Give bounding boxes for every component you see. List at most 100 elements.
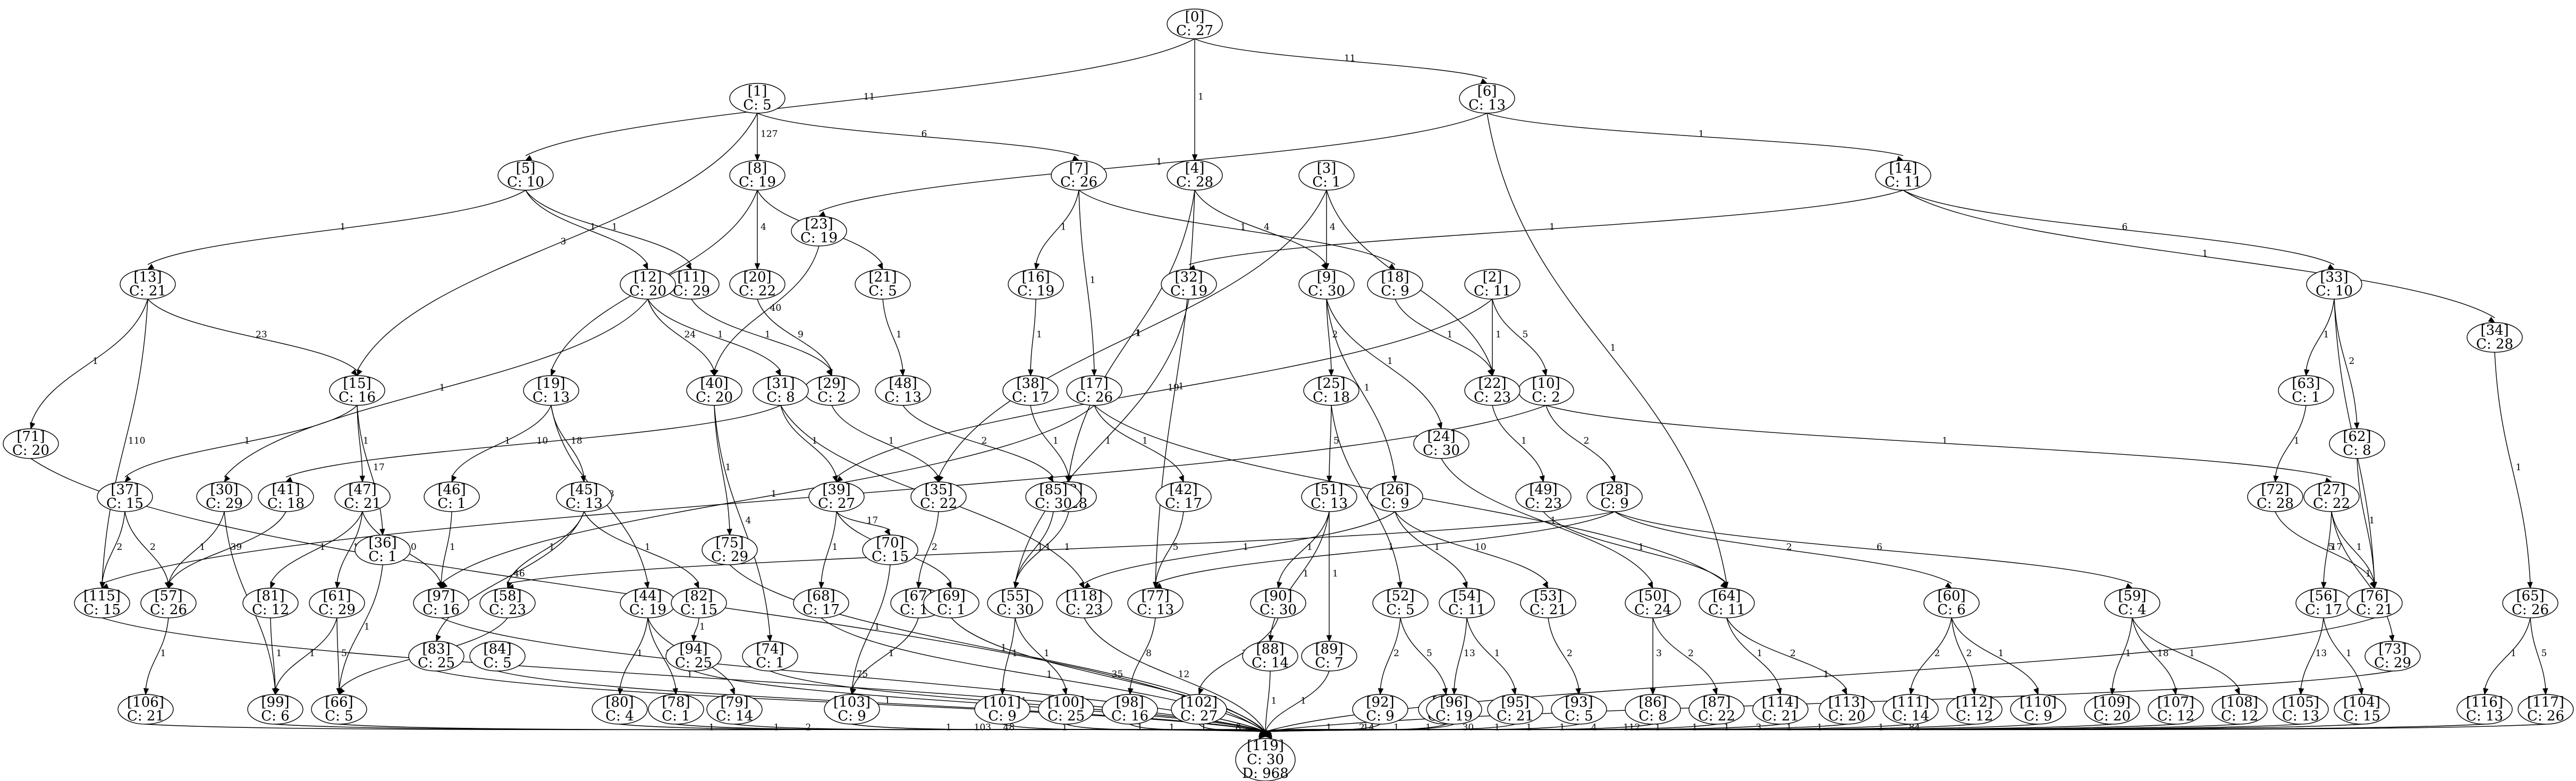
graph-node-6[interactable]: [6]C: 13: [1459, 83, 1515, 114]
graph-node-105[interactable]: [105]C: 13: [2273, 694, 2329, 725]
graph-node-80[interactable]: [80]C: 4: [592, 694, 648, 725]
graph-node-47[interactable]: [47]C: 21: [334, 481, 391, 512]
graph-node-61[interactable]: [61]C: 29: [309, 588, 365, 618]
graph-node-29[interactable]: [29]C: 2: [804, 375, 860, 406]
graph-node-81[interactable]: [81]C: 12: [242, 588, 299, 618]
graph-node-37[interactable]: [37]C: 15: [97, 481, 153, 512]
graph-node-63[interactable]: [63]C: 1: [2278, 375, 2334, 406]
graph-node-64[interactable]: [64]C: 11: [1699, 588, 1755, 618]
graph-node-101[interactable]: [101]C: 9: [974, 694, 1031, 725]
graph-node-28[interactable]: [28]C: 9: [1586, 481, 1643, 512]
graph-node-114[interactable]: [114]C: 21: [1752, 694, 1809, 725]
graph-node-93[interactable]: [93]C: 5: [1551, 694, 1607, 725]
graph-node-24[interactable]: [24]C: 30: [1413, 428, 1469, 459]
graph-node-70[interactable]: [70]C: 15: [862, 534, 918, 565]
graph-node-35[interactable]: [35]C: 22: [910, 481, 967, 512]
graph-node-108[interactable]: [108]C: 12: [2211, 694, 2268, 725]
graph-node-13[interactable]: [13]C: 21: [120, 269, 176, 300]
graph-node-96[interactable]: [96]C: 19: [1426, 694, 1482, 725]
graph-node-42[interactable]: [42]C: 17: [1155, 481, 1212, 512]
graph-node-33[interactable]: [33]C: 10: [2306, 269, 2362, 300]
graph-node-88[interactable]: [88]C: 14: [1242, 641, 1298, 672]
graph-node-78[interactable]: [78]C: 1: [648, 694, 704, 725]
graph-node-46[interactable]: [46]C: 1: [424, 481, 480, 512]
graph-node-65[interactable]: [65]C: 26: [2502, 588, 2558, 618]
graph-node-79[interactable]: [79]C: 14: [706, 694, 763, 725]
graph-node-82[interactable]: [82]C: 15: [671, 588, 727, 618]
graph-node-66[interactable]: [66]C: 5: [311, 694, 367, 725]
graph-node-94[interactable]: [94]C: 25: [665, 641, 722, 672]
graph-node-36[interactable]: [36]C: 1: [354, 534, 411, 565]
graph-node-98[interactable]: [98]C: 16: [1102, 694, 1158, 725]
graph-node-52[interactable]: [52]C: 5: [1372, 588, 1429, 618]
graph-node-16[interactable]: [16]C: 19: [1008, 269, 1064, 300]
graph-node-86[interactable]: [86]C: 8: [1625, 694, 1681, 725]
graph-node-44[interactable]: [44]C: 19: [620, 588, 676, 618]
graph-node-8[interactable]: [8]C: 19: [729, 160, 786, 191]
graph-node-109[interactable]: [109]C: 20: [2084, 694, 2140, 725]
graph-node-0[interactable]: [0]C: 27: [1167, 9, 1223, 39]
graph-node-95[interactable]: [95]C: 21: [1487, 694, 1543, 725]
graph-node-58[interactable]: [58]C: 23: [479, 588, 536, 618]
graph-node-119[interactable]: [119]C: 30D: 968: [1235, 738, 1296, 781]
graph-node-22[interactable]: [22]C: 23: [1464, 375, 1521, 406]
graph-node-112[interactable]: [112]C: 12: [1946, 694, 2003, 725]
graph-node-62[interactable]: [62]C: 8: [2329, 428, 2385, 459]
graph-node-118[interactable]: [118]C: 23: [1056, 588, 1112, 618]
graph-node-100[interactable]: [100]C: 25: [1038, 694, 1094, 725]
graph-node-90[interactable]: [90]C: 30: [1250, 588, 1306, 618]
graph-node-73[interactable]: [73]C: 29: [2364, 641, 2421, 672]
graph-node-60[interactable]: [60]C: 6: [1923, 588, 1980, 618]
graph-node-115[interactable]: [115]C: 15: [74, 588, 130, 618]
graph-node-45[interactable]: [45]C: 13: [556, 481, 612, 512]
graph-node-3[interactable]: [3]C: 1: [1298, 160, 1355, 191]
graph-node-15[interactable]: [15]C: 16: [329, 375, 385, 406]
graph-node-11[interactable]: [11]C: 29: [663, 269, 720, 300]
graph-node-69[interactable]: [69]C: 1: [923, 588, 979, 618]
graph-node-19[interactable]: [19]C: 13: [523, 375, 579, 406]
graph-node-20[interactable]: [20]C: 22: [729, 269, 786, 300]
graph-node-107[interactable]: [107]C: 12: [2148, 694, 2204, 725]
graph-node-38[interactable]: [38]C: 17: [1002, 375, 1059, 406]
graph-node-2[interactable]: [2]C: 11: [1464, 269, 1521, 300]
graph-node-97[interactable]: [97]C: 16: [413, 588, 469, 618]
graph-node-31[interactable]: [31]C: 8: [753, 375, 809, 406]
graph-node-113[interactable]: [113]C: 20: [1819, 694, 1875, 725]
graph-node-48[interactable]: [48]C: 13: [875, 375, 931, 406]
graph-node-32[interactable]: [32]C: 19: [1161, 269, 1217, 300]
graph-node-12[interactable]: [12]C: 20: [620, 269, 676, 300]
graph-node-23[interactable]: [23]C: 19: [791, 216, 847, 247]
graph-node-26[interactable]: [26]C: 9: [1367, 481, 1423, 512]
graph-node-103[interactable]: [103]C: 9: [824, 694, 880, 725]
graph-node-59[interactable]: [59]C: 4: [2104, 588, 2160, 618]
graph-node-87[interactable]: [87]C: 22: [1688, 694, 1745, 725]
graph-node-57[interactable]: [57]C: 26: [140, 588, 197, 618]
graph-node-77[interactable]: [77]C: 13: [1127, 588, 1184, 618]
graph-node-76[interactable]: [76]C: 21: [2346, 588, 2403, 618]
graph-node-68[interactable]: [68]C: 17: [793, 588, 849, 618]
graph-node-116[interactable]: [116]C: 13: [2456, 694, 2513, 725]
graph-node-106[interactable]: [106]C: 21: [117, 694, 174, 725]
graph-node-50[interactable]: [50]C: 24: [1625, 588, 1681, 618]
graph-node-53[interactable]: [53]C: 21: [1520, 588, 1576, 618]
graph-node-14[interactable]: [14]C: 11: [1875, 160, 1931, 191]
graph-node-10[interactable]: [10]C: 2: [1518, 375, 1574, 406]
graph-node-89[interactable]: [89]C: 7: [1301, 641, 1357, 672]
graph-node-25[interactable]: [25]C: 18: [1303, 375, 1359, 406]
graph-node-41[interactable]: [41]C: 18: [258, 481, 314, 512]
graph-node-85[interactable]: [85]C: 30: [1025, 481, 1082, 512]
graph-node-72[interactable]: [72]C: 28: [2247, 481, 2303, 512]
graph-node-1[interactable]: [1]C: 5: [729, 83, 786, 114]
graph-node-56[interactable]: [56]C: 17: [2295, 588, 2352, 618]
graph-node-5[interactable]: [5]C: 10: [497, 160, 554, 191]
graph-node-117[interactable]: [117]C: 26: [2518, 694, 2574, 725]
graph-node-54[interactable]: [54]C: 11: [1439, 588, 1495, 618]
graph-node-55[interactable]: [55]C: 30: [987, 588, 1043, 618]
graph-node-104[interactable]: [104]C: 15: [2334, 694, 2390, 725]
graph-node-71[interactable]: [71]C: 20: [3, 428, 59, 459]
graph-node-40[interactable]: [40]C: 20: [686, 375, 742, 406]
graph-node-9[interactable]: [9]C: 30: [1298, 269, 1355, 300]
graph-node-7[interactable]: [7]C: 26: [1051, 160, 1107, 191]
graph-node-4[interactable]: [4]C: 28: [1167, 160, 1223, 191]
graph-node-51[interactable]: [51]C: 13: [1301, 481, 1357, 512]
